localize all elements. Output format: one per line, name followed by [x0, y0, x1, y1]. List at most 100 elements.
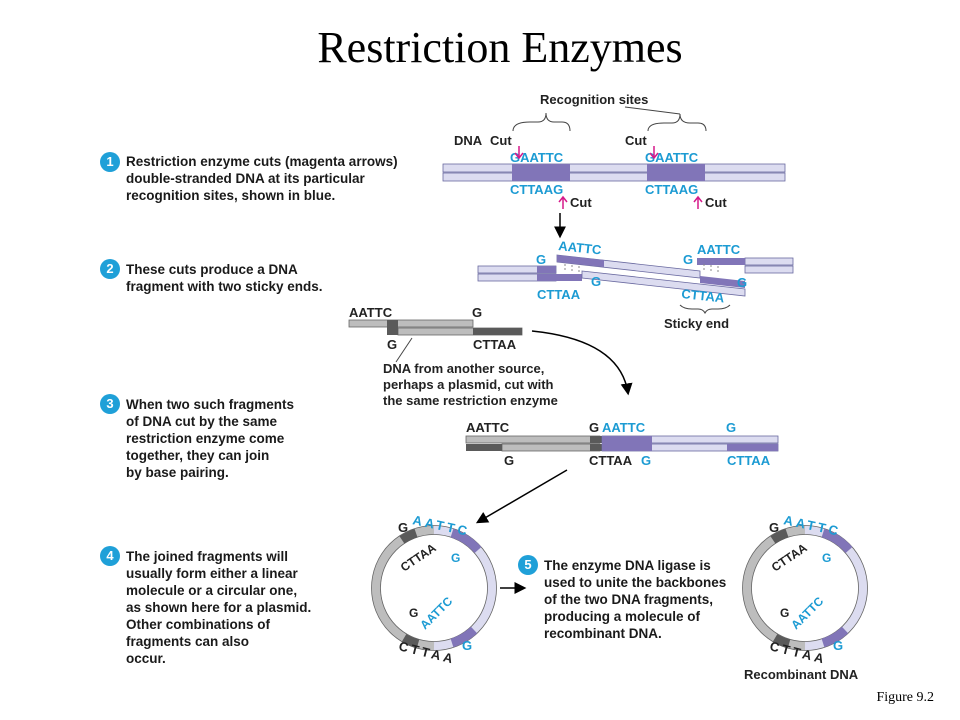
flow-arrow: [531, 330, 633, 396]
step-4-text: The joined fragments will usually form e…: [126, 548, 311, 667]
seq-label: AATTC: [466, 420, 510, 435]
sticky-seq: G: [536, 252, 546, 267]
step-line: by base pairing.: [126, 465, 229, 480]
step-line: together, they can join: [126, 448, 270, 463]
recognition-site: [512, 164, 570, 181]
source-caption: the same restriction enzyme: [383, 393, 558, 408]
dna-end-right: [744, 257, 794, 266]
seq-label: CTTAA: [727, 453, 771, 468]
step-line: When two such fragments: [126, 397, 295, 412]
site-segment: [602, 436, 652, 451]
base-pair-dashes: [564, 264, 719, 274]
cut-arrow: [558, 195, 568, 209]
step-line: of the two DNA fragments,: [544, 592, 714, 607]
recognition-pointer: [624, 106, 681, 115]
dna-bottom-strand: [442, 172, 786, 182]
step-line: These cuts produce a DNA: [126, 262, 298, 277]
seq-label: CTTAA: [398, 540, 439, 574]
plasmid-fragment: AATTC G G CTTAA DNA from another source,…: [348, 305, 633, 408]
seq-label: G: [409, 606, 418, 620]
plasmid-end: [387, 320, 398, 335]
plasmid-ring-outline: [742, 525, 868, 651]
joined-dark: [466, 444, 502, 451]
joined-top-gray: [465, 435, 601, 444]
sticky-seq: AATTC: [697, 242, 741, 257]
step-1-text: Restriction enzyme cuts (magenta arrows)…: [126, 153, 398, 204]
cut-arrow: [693, 195, 703, 209]
seq-label: G: [589, 420, 599, 435]
step-1-badge: 1: [100, 152, 120, 172]
step-line: molecule or a circular one,: [126, 583, 298, 598]
seq-label: G: [387, 337, 397, 352]
plasmid-top-strand: [348, 319, 474, 328]
seq-label: G: [451, 551, 460, 565]
plasmid-site: [450, 626, 478, 648]
plasmid-site: [450, 528, 482, 554]
plasmid-site: [821, 528, 853, 554]
step-5-text: The enzyme DNA ligase is used to unite t…: [544, 557, 726, 642]
cut-label: Cut: [570, 195, 592, 210]
plasmid-ring-outline: [371, 525, 497, 651]
dna-end-right: [744, 265, 794, 274]
step-line: Restriction enzyme cuts (magenta arrows): [126, 154, 398, 169]
step-2-text: These cuts produce a DNA fragment with t…: [126, 261, 323, 295]
step-line: producing a molecule of: [544, 609, 701, 624]
seq-label: G: [780, 606, 789, 620]
joined-dark: [590, 444, 602, 451]
seq-label: AATTC: [349, 305, 393, 320]
plasmid-ring-outline: [380, 534, 488, 642]
fragment-sticky-end: [557, 255, 604, 267]
sticky-end-label: Sticky end: [664, 316, 729, 331]
site-segment: [697, 258, 745, 265]
stage-4-plasmid: G AATTC CTTAA G G AATTC CTTAA G: [371, 512, 527, 667]
seq-label: CTTAA: [473, 337, 517, 352]
seq-label: G: [822, 551, 831, 565]
plasmid-ring-outline: [751, 534, 859, 642]
dna-top-strand: [442, 163, 786, 173]
sticky-seq: AATTC: [558, 238, 603, 257]
recognition-brace: [647, 113, 707, 132]
step-line: The enzyme DNA ligase is: [544, 558, 711, 573]
joined-bottom-gray: [501, 443, 601, 452]
step-line: fragments can also: [126, 634, 250, 649]
cut-arrow: [649, 146, 659, 160]
cut-label: Cut: [490, 133, 512, 148]
plasmid-dark: [770, 528, 789, 544]
cut-label: Cut: [705, 195, 727, 210]
plasmid-ring: [742, 525, 868, 651]
step-line: recombinant DNA.: [544, 626, 662, 641]
seq-label: AATTC: [602, 420, 646, 435]
step-line: as shown here for a plasmid.: [126, 600, 312, 615]
fragment-bottom-strand: [581, 270, 746, 297]
site-segment: [537, 266, 556, 273]
seq-label: G: [769, 520, 779, 535]
seq-label: AATTC: [788, 594, 826, 632]
figure-reference: Figure 9.2: [876, 690, 934, 705]
stage-2-fragment: G AATTC CTTAA G G AATTC CTTAA G Sticky e…: [477, 238, 794, 331]
label-pointer: [395, 337, 413, 363]
plasmid-end: [473, 328, 522, 335]
seq-label: G: [398, 520, 408, 535]
seq-label: G: [833, 638, 843, 653]
step-line: fragment with two sticky ends.: [126, 279, 323, 294]
step-4-badge: 4: [100, 546, 120, 566]
recombinant-label: Recombinant DNA: [744, 667, 859, 682]
stage-3-joined: AATTC G AATTC G G CTTAA G CTTAA: [465, 420, 779, 524]
seq-label: CTTAA: [589, 453, 633, 468]
stage-1-dna: Recognition sites DNA Cut Cut GAATTC CTT…: [442, 92, 786, 239]
site-sequence-bottom: CTTAAG: [645, 182, 698, 197]
dna-label: DNA: [454, 133, 483, 148]
recognition-sites-label: Recognition sites: [540, 92, 648, 107]
seq-label: AATTC: [417, 594, 455, 632]
seq-label: G: [462, 638, 472, 653]
step-line: recognition sites, shown in blue.: [126, 188, 336, 203]
site-sequence-top: GAATTC: [510, 150, 564, 165]
stage-5-recombinant: G AATTC CTTAA G G AATTC CTTAA G Recombin…: [742, 512, 868, 682]
step-5-badge: 5: [518, 555, 538, 575]
fragment-sticky-end: [700, 276, 745, 288]
flow-arrow: [475, 469, 568, 524]
recognition-site: [647, 164, 705, 181]
step-line: usually form either a linear: [126, 566, 298, 581]
sticky-seq: G: [591, 274, 601, 289]
